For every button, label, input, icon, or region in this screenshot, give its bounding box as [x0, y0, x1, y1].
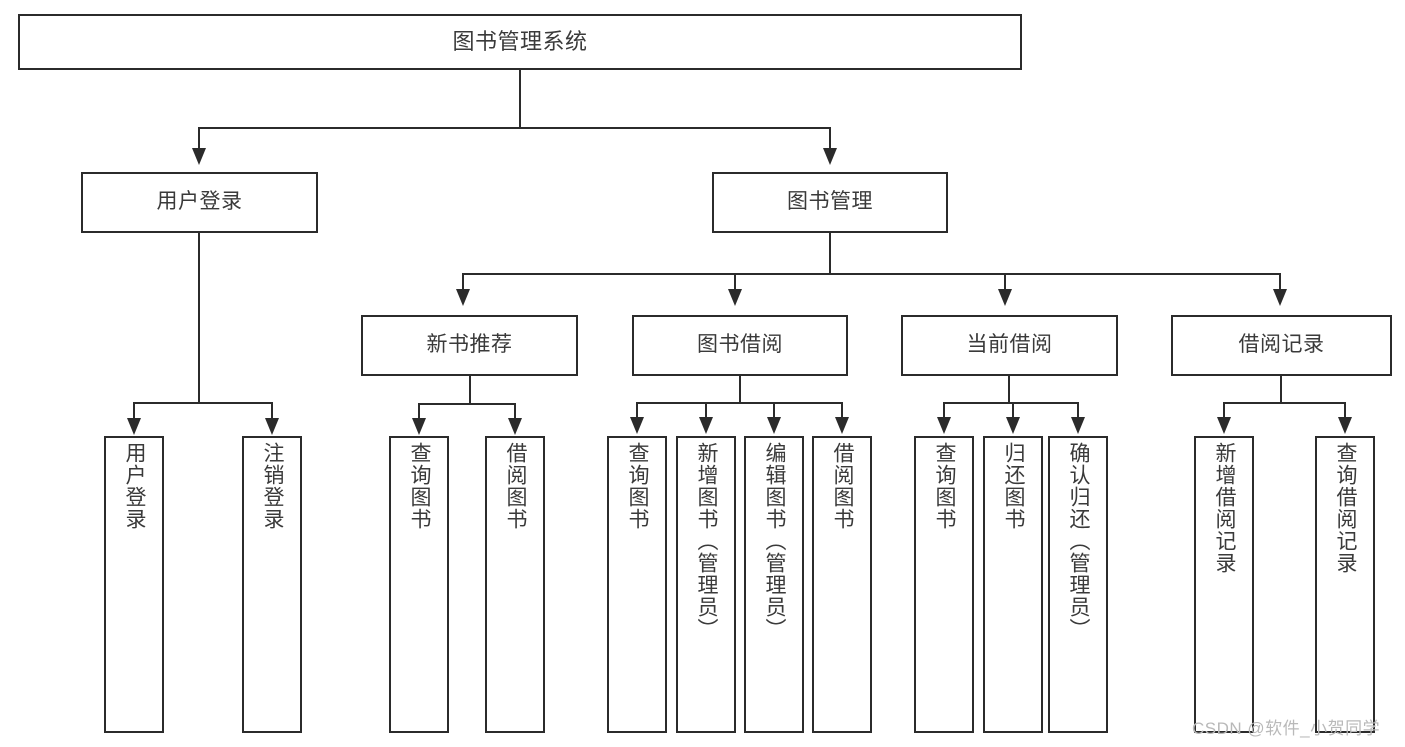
node-label: 查询图书 — [933, 442, 957, 530]
arrow-icon-book-borrow-leaf-1 — [630, 417, 644, 434]
arrow-icon-to-current-borrow — [998, 289, 1012, 306]
leaf-book-borrow-borrow[interactable]: 借阅图书 — [812, 436, 872, 733]
connector-book-borrow-drop-3 — [773, 402, 775, 418]
connector-user-login-drop-1 — [133, 402, 135, 419]
arrow-icon-to-book-manage — [823, 148, 837, 165]
leaf-new-book-borrow[interactable]: 借阅图书 — [485, 436, 545, 733]
node-label: 编辑图书（管理员） — [763, 442, 787, 640]
leaf-user-login-login[interactable]: 用户登录 — [104, 436, 164, 733]
leaf-new-book-query[interactable]: 查询图书 — [389, 436, 449, 733]
arrow-icon-new-book-leaf-2 — [508, 418, 522, 435]
connector-book-borrow-stem — [739, 376, 741, 403]
connector-root-drop-left — [198, 127, 200, 149]
connector-book-manage-drop-3 — [1004, 273, 1006, 290]
arrow-icon-book-borrow-leaf-4 — [835, 417, 849, 434]
connector-user-login-stem — [198, 233, 200, 403]
arrow-icon-borrow-record-leaf-1 — [1217, 417, 1231, 434]
node-root-system[interactable]: 图书管理系统 — [18, 14, 1022, 70]
connector-new-book-drop-1 — [418, 403, 420, 419]
arrow-icon-current-borrow-leaf-1 — [937, 417, 951, 434]
node-label: 查询图书 — [408, 442, 432, 530]
connector-book-borrow-bus — [637, 402, 842, 404]
node-label: 查询图书 — [626, 442, 650, 530]
leaf-borrow-record-add[interactable]: 新增借阅记录 — [1194, 436, 1254, 733]
arrow-icon-borrow-record-leaf-2 — [1338, 417, 1352, 434]
leaf-current-borrow-query[interactable]: 查询图书 — [914, 436, 974, 733]
arrow-icon-book-borrow-leaf-3 — [767, 417, 781, 434]
leaf-book-borrow-edit[interactable]: 编辑图书（管理员） — [744, 436, 804, 733]
leaf-borrow-record-query[interactable]: 查询借阅记录 — [1315, 436, 1375, 733]
connector-book-borrow-drop-4 — [841, 402, 843, 418]
arrow-icon-current-borrow-leaf-3 — [1071, 417, 1085, 434]
node-label: 确认归还（管理员） — [1067, 442, 1091, 640]
node-book-borrow[interactable]: 图书借阅 — [632, 315, 848, 376]
node-label: 用户登录 — [156, 190, 243, 214]
connector-book-manage-stem — [829, 233, 831, 274]
connector-current-borrow-bus — [944, 402, 1079, 404]
node-book-manage[interactable]: 图书管理 — [712, 172, 948, 233]
node-label: 注销登录 — [261, 442, 285, 530]
connector-book-manage-drop-4 — [1279, 273, 1281, 290]
node-current-borrow[interactable]: 当前借阅 — [901, 315, 1118, 376]
node-borrow-record[interactable]: 借阅记录 — [1171, 315, 1392, 376]
connector-root-drop-right — [829, 127, 831, 149]
connector-borrow-record-bus — [1224, 402, 1346, 404]
connector-root-stem — [519, 70, 521, 128]
connector-current-borrow-drop-2 — [1012, 402, 1014, 418]
node-label: 借阅记录 — [1238, 333, 1325, 357]
arrow-icon-new-book-leaf-1 — [412, 418, 426, 435]
node-user-login[interactable]: 用户登录 — [81, 172, 318, 233]
arrow-icon-book-borrow-leaf-2 — [699, 417, 713, 434]
connector-current-borrow-drop-3 — [1077, 402, 1079, 418]
node-label: 查询借阅记录 — [1334, 442, 1358, 574]
node-label: 借阅图书 — [504, 442, 528, 530]
node-label: 当前借阅 — [966, 333, 1053, 357]
leaf-book-borrow-add[interactable]: 新增图书（管理员） — [676, 436, 736, 733]
connector-borrow-record-stem — [1280, 376, 1282, 403]
connector-book-borrow-drop-1 — [636, 402, 638, 418]
node-label: 图书借阅 — [697, 333, 783, 357]
arrow-icon-to-user-login — [192, 148, 206, 165]
connector-new-book-stem — [469, 376, 471, 404]
arrow-icon-to-new-book — [456, 289, 470, 306]
connector-current-borrow-stem — [1008, 376, 1010, 403]
node-label: 图书管理系统 — [452, 29, 588, 55]
node-label: 新增借阅记录 — [1213, 442, 1237, 574]
node-label: 归还图书 — [1002, 442, 1026, 530]
connector-current-borrow-drop-1 — [943, 402, 945, 418]
node-label: 图书管理 — [787, 190, 873, 214]
node-label: 用户登录 — [123, 442, 147, 530]
node-label: 借阅图书 — [831, 442, 855, 530]
connector-borrow-record-drop-1 — [1223, 402, 1225, 418]
watermark-text: CSDN @软件_小贺同学 — [1192, 719, 1381, 738]
node-label: 新书推荐 — [426, 333, 513, 357]
connector-user-login-drop-2 — [271, 402, 273, 419]
arrow-icon-to-borrow-record — [1273, 289, 1287, 306]
connector-book-manage-bus — [463, 273, 1280, 275]
connector-new-book-bus — [419, 403, 516, 405]
connector-user-login-bus — [134, 402, 273, 404]
connector-book-manage-drop-1 — [462, 273, 464, 290]
arrow-icon-current-borrow-leaf-2 — [1006, 417, 1020, 434]
leaf-user-login-logout[interactable]: 注销登录 — [242, 436, 302, 733]
arrow-icon-user-login-leaf-1 — [127, 418, 141, 435]
connector-book-manage-drop-2 — [734, 273, 736, 290]
leaf-current-borrow-return[interactable]: 归还图书 — [983, 436, 1043, 733]
connector-borrow-record-drop-2 — [1344, 402, 1346, 418]
arrow-icon-to-book-borrow — [728, 289, 742, 306]
node-label: 新增图书（管理员） — [695, 442, 719, 640]
connector-book-borrow-drop-2 — [705, 402, 707, 418]
arrow-icon-user-login-leaf-2 — [265, 418, 279, 435]
leaf-current-borrow-confirm-return[interactable]: 确认归还（管理员） — [1048, 436, 1108, 733]
connector-new-book-drop-2 — [514, 403, 516, 419]
connector-root-bus — [199, 127, 831, 129]
leaf-book-borrow-query[interactable]: 查询图书 — [607, 436, 667, 733]
node-new-book-recommend[interactable]: 新书推荐 — [361, 315, 578, 376]
